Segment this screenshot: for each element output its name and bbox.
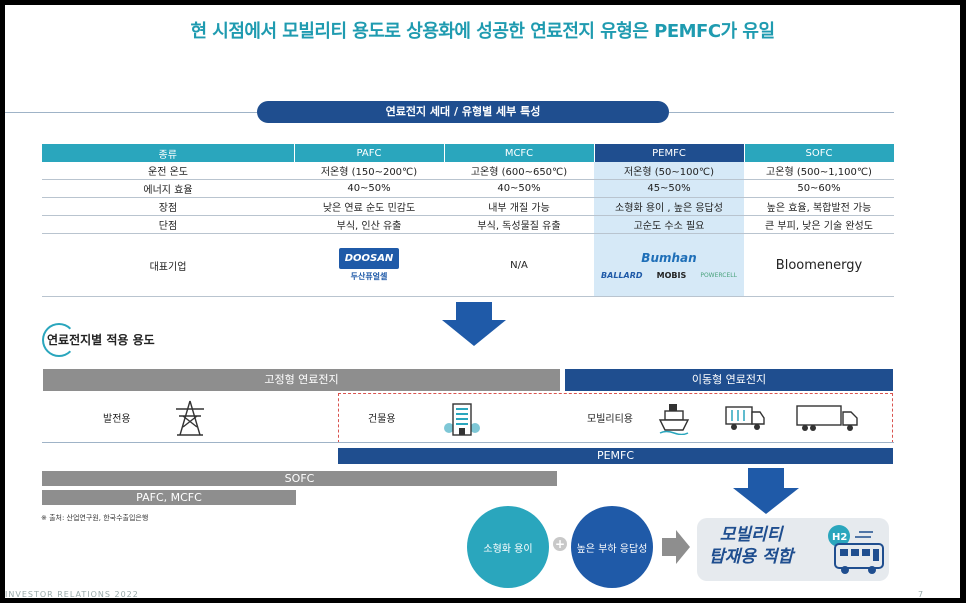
result-line-2: 탑재용 적합: [709, 547, 794, 567]
truck-icon: [725, 406, 765, 430]
ballard-logo: BALLARD: [601, 270, 643, 280]
hydrogen-bus-icon: H2: [828, 525, 884, 574]
section2-title: 연료전지별 적용 용도: [47, 333, 155, 347]
section2-circle-icon: [42, 323, 76, 357]
doosan-logo-mark: DOOSAN: [338, 248, 400, 269]
table-row: 단점 부식, 인산 유출 부식, 독성물질 유출 고순도 수소 필요 큰 부피,…: [42, 215, 894, 234]
table-cell: 낮은 연료 순도 민감도: [294, 197, 444, 216]
bumhan-logo: Bumhan: [641, 250, 697, 265]
mcfc-rep-cell: N/A: [444, 233, 594, 297]
page-title: 현 시점에서 모빌리티 용도로 상용화에 성공한 연료전지 유형은 PEMFC가…: [190, 21, 775, 42]
footer-text: INVESTOR RELATIONS 2022: [5, 590, 139, 598]
table-cell: 고온형 (500~1,100℃): [744, 162, 894, 180]
row-label: 운전 온도: [42, 162, 294, 180]
sofc-logo-cell: Bloomenergy: [744, 233, 894, 297]
table-cell: 높은 효율, 복합발전 가능: [744, 197, 894, 216]
pafc-logo-cell: DOOSAN 두산퓨얼셀: [294, 233, 444, 297]
stationary-fuel-cell-bar: 고정형 연료전지: [43, 369, 560, 391]
sofc-bar: SOFC: [42, 471, 557, 486]
header-pafc: PAFC: [294, 144, 445, 162]
h2-label: H2: [832, 532, 847, 543]
table-row: 장점 낮은 연료 순도 민감도 내부 개질 가능 소형화 용이 , 높은 응답성…: [42, 197, 894, 216]
table-row: 운전 온도 저온형 (150~200℃) 고온형 (600~650℃) 저온형 …: [42, 162, 894, 180]
table-cell: 45~50%: [594, 179, 744, 198]
header-mcfc: MCFC: [444, 144, 595, 162]
row-label: 에너지 효율: [42, 179, 294, 198]
mobis-logo: MOBIS: [656, 270, 687, 280]
arrow-down-icon: [442, 302, 506, 346]
table-cell: 부식, 인산 유출: [294, 215, 444, 234]
section-divider-right: [669, 112, 894, 113]
row-label: 대표기업: [42, 233, 294, 297]
arrow-down-icon: [733, 468, 799, 514]
table-cell: 저온형 (150~200℃): [294, 162, 444, 180]
trailer-truck-icon: [796, 405, 858, 431]
table-cell: 큰 부피, 낮은 기술 완성도: [744, 215, 894, 234]
page-number: 7: [918, 590, 924, 598]
table-row: 에너지 효율 40~50% 40~50% 45~50% 50~60%: [42, 179, 894, 198]
table-cell: 40~50%: [444, 179, 594, 198]
source-note: ※ 출처: 산업연구원, 한국수출입은행: [41, 514, 149, 522]
table-cell: 고온형 (600~650℃): [444, 162, 594, 180]
table-row-representatives: 대표기업 DOOSAN 두산퓨얼셀 N/A Bumhan BALLARD MOB…: [42, 233, 894, 297]
table-cell: 50~60%: [744, 179, 894, 198]
slide: 현 시점에서 모빌리티 용도로 상용화에 성공한 연료전지 유형은 PEMFC가…: [5, 5, 960, 598]
powercell-logo: POWERCELL: [700, 271, 737, 279]
table-cell: 소형화 용이 , 높은 응답성: [594, 197, 744, 216]
result-line-1: 모빌리티: [719, 525, 783, 545]
pemfc-bar: PEMFC: [338, 448, 893, 464]
uses-baseline: [42, 442, 894, 443]
transmission-tower-icon: [176, 400, 204, 436]
table-cell: 고순도 수소 필요: [594, 215, 744, 234]
table-cell: 저온형 (50~100℃): [594, 162, 744, 180]
pemfc-logo-cell: Bumhan BALLARD MOBIS POWERCELL: [594, 233, 744, 297]
header-sofc: SOFC: [744, 144, 895, 162]
use-power-label: 발전용: [103, 414, 131, 425]
mobile-fuel-cell-bar: 이동형 연료전지: [565, 369, 893, 391]
mobility-suitability-box: 모빌리티 탑재용 적합 H2: [697, 518, 889, 581]
row-label: 장점: [42, 197, 294, 216]
use-mobility-label: 모빌리티용: [587, 414, 633, 425]
use-building-label: 건물용: [368, 414, 396, 425]
bloomenergy-logo: Bloomenergy: [775, 257, 863, 273]
fuel-cell-spec-table: 종류 PAFC MCFC PEMFC SOFC 운전 온도 저온형 (150~2…: [42, 144, 895, 297]
table-cell: 내부 개질 가능: [444, 197, 594, 216]
arrow-right-icon: [662, 530, 690, 564]
result-text: 모빌리티 탑재용 적합: [709, 524, 793, 568]
row-label: 단점: [42, 215, 294, 234]
section1-title: 연료전지 세대 / 유형별 세부 특성: [257, 101, 669, 123]
table-header-row: 종류 PAFC MCFC PEMFC SOFC: [42, 144, 895, 162]
plus-icon: +: [553, 537, 567, 551]
header-pemfc: PEMFC: [594, 144, 745, 162]
table-cell: 40~50%: [294, 179, 444, 198]
ship-icon: [658, 404, 690, 435]
header-type: 종류: [42, 144, 295, 162]
section-divider-left: [5, 112, 257, 113]
pafc-mcfc-bar: PAFC, MCFC: [42, 490, 296, 505]
pemfc-logo-row: BALLARD MOBIS POWERCELL: [594, 271, 744, 280]
building-icon: [444, 403, 480, 436]
table-cell: 부식, 독성물질 유출: [444, 215, 594, 234]
load-response-circle: 높은 부하 응답성: [571, 506, 653, 588]
doosan-logo-subtitle: 두산퓨얼셀: [350, 272, 388, 281]
compactness-circle: 소형화 용이: [467, 506, 549, 588]
doosan-logo: DOOSAN 두산퓨얼셀: [338, 248, 400, 282]
